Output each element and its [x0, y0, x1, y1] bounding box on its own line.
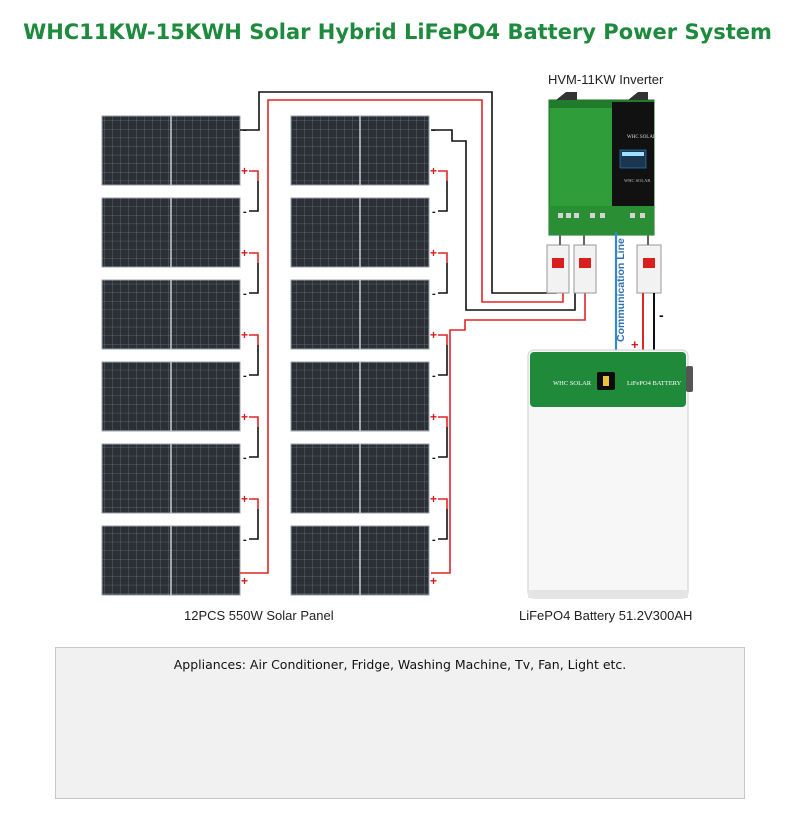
series-jumper-positive: [249, 416, 259, 427]
series-jumper-negative: [249, 427, 259, 458]
solar-panel-left-6: -+: [101, 525, 248, 596]
inverter-brand: WHC SOLAR: [627, 135, 657, 140]
series-jumper-negative: [249, 509, 259, 540]
right-string-negative-wire: [431, 129, 576, 311]
solar-panel-right-1: -+: [290, 115, 437, 186]
solar-panel-label: 12PCS 550W Solar Panel: [184, 608, 334, 623]
series-jumper-negative: [249, 345, 259, 376]
series-jumper-negative: [438, 263, 448, 294]
series-jumper-negative: [249, 263, 259, 294]
series-jumper-positive: [249, 334, 259, 345]
inverter: [548, 92, 655, 236]
battery-label: LiFePO4 Battery 51.2V300AH: [519, 608, 693, 623]
solar-panel-left-2: -+: [101, 197, 248, 268]
series-jumper-positive: [249, 252, 259, 263]
series-jumper-positive: [438, 416, 448, 427]
series-jumper-positive: [249, 498, 259, 509]
left-string-positive-wire: [240, 99, 564, 574]
battery-minus-sign: -: [659, 307, 664, 323]
series-jumper-positive: [438, 252, 448, 263]
series-jumper-negative: [438, 345, 448, 376]
solar-panel-column-left: -+-+-+-+-+-+: [101, 115, 248, 596]
panel-positive-terminal: +: [241, 492, 248, 506]
solar-panel-right-2: -+: [290, 197, 437, 268]
battery-plus-sign: +: [631, 337, 639, 352]
panel-negative-terminal: -: [243, 452, 247, 464]
series-jumper-negative: [438, 181, 448, 212]
series-jumper-negative: [438, 427, 448, 458]
solar-panel-left-5: -+: [101, 443, 248, 514]
panel-positive-terminal: +: [241, 410, 248, 424]
panel-negative-terminal: -: [243, 288, 247, 300]
appliances-title: Appliances: Air Conditioner, Fridge, Was…: [173, 657, 627, 672]
panel-positive-terminal: +: [430, 492, 437, 506]
page-title: WHC11KW-15KWH Solar Hybrid LiFePO4 Batte…: [23, 20, 772, 44]
panel-negative-terminal: -: [243, 534, 247, 546]
series-jumper-negative: [438, 509, 448, 540]
panel-negative-terminal: -: [432, 370, 436, 382]
inverter-screen-text: WHC SOLAR: [624, 178, 650, 183]
panel-negative-terminal: -: [432, 452, 436, 464]
panel-negative-terminal: -: [432, 206, 436, 218]
panel-positive-terminal: +: [241, 164, 248, 178]
panel-positive-terminal: +: [241, 246, 248, 260]
panel-positive-terminal: +: [430, 164, 437, 178]
series-jumper-positive: [438, 170, 448, 181]
battery-brand: WHC SOLAR: [553, 380, 592, 387]
panel-negative-terminal: -: [432, 288, 436, 300]
panel-positive-terminal: +: [241, 328, 248, 342]
breakers: [546, 235, 662, 294]
series-jumper-positive: [438, 498, 448, 509]
inverter-label: HVM-11KW Inverter: [548, 72, 664, 87]
right-string-positive-wire: [431, 284, 586, 574]
solar-panel-column-right: -+-+-+-+-+-+: [290, 115, 437, 596]
solar-panel-right-6: -+: [290, 525, 437, 596]
panel-positive-terminal: +: [430, 328, 437, 342]
communication-line-label: Communication Line: [615, 238, 627, 342]
solar-panel-right-3: -+: [290, 279, 437, 350]
panel-positive-terminal: +: [430, 246, 437, 260]
solar-panel-right-4: -+: [290, 361, 437, 432]
string-wiring: [240, 91, 586, 574]
panel-negative-terminal: -: [243, 206, 247, 218]
solar-panel-right-5: -+: [290, 443, 437, 514]
panel-positive-terminal: +: [430, 574, 437, 588]
series-jumper-negative: [249, 181, 259, 212]
solar-panel-left-3: -+: [101, 279, 248, 350]
battery: [527, 349, 693, 599]
panel-negative-terminal: -: [243, 370, 247, 382]
appliances-panel: Appliances: Air Conditioner, Fridge, Was…: [55, 647, 745, 799]
panel-positive-terminal: +: [430, 410, 437, 424]
battery-model: LiFePO4 BATTERY: [627, 380, 682, 387]
panel-negative-terminal: -: [432, 534, 436, 546]
series-jumper-positive: [438, 334, 448, 345]
solar-panel-left-1: -+: [101, 115, 248, 186]
solar-panel-left-4: -+: [101, 361, 248, 432]
panel-positive-terminal: +: [241, 574, 248, 588]
series-jumper-positive: [249, 170, 259, 181]
